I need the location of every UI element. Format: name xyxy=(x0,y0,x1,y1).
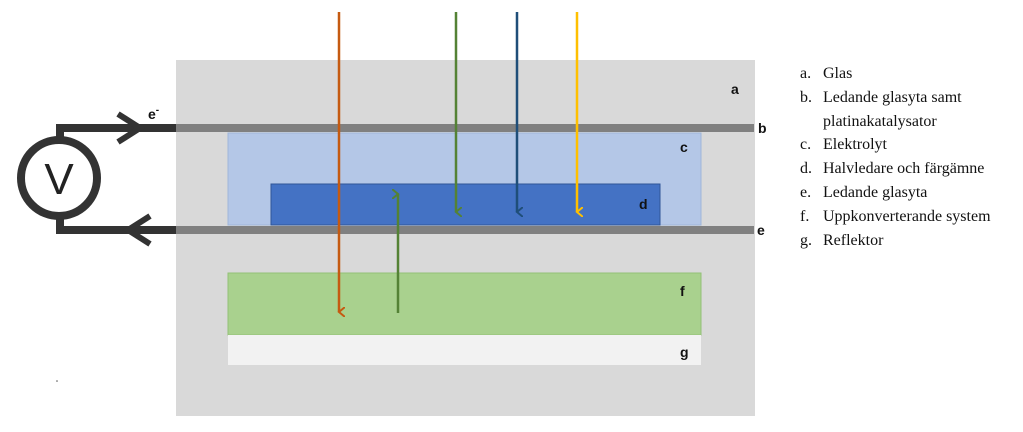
voltmeter-icon xyxy=(17,136,101,220)
conductive-layer-b xyxy=(176,124,754,132)
legend: a.Glas b.Ledande glasyta samt platinakat… xyxy=(800,62,1023,252)
legend-item-g: g.Reflektor xyxy=(800,231,884,249)
layer-label-b: b xyxy=(758,120,767,136)
legend-item-e: e.Ledande glasyta xyxy=(800,183,928,201)
layer-label-f: f xyxy=(680,283,685,299)
semiconductor-layer-d xyxy=(270,183,661,226)
layer-label-c: c xyxy=(680,139,688,155)
legend-item-d: d.Halvledare och färgämne xyxy=(800,160,985,178)
electron-arrow-right-icon xyxy=(116,111,146,145)
layer-label-d: d xyxy=(639,196,648,212)
legend-item-a: a.Glas xyxy=(800,65,853,82)
conductive-layer-e xyxy=(176,226,754,234)
layer-label-a: a xyxy=(731,81,739,97)
legend-item-b: b.Ledande glasyta samt platinakatalysato… xyxy=(800,88,962,130)
upconverter-layer-f xyxy=(227,272,702,336)
dot-mark xyxy=(56,380,58,382)
layer-label-g: g xyxy=(680,344,689,360)
electron-arrow-left-icon xyxy=(122,213,152,247)
voltmeter-label: V xyxy=(44,155,74,204)
legend-item-c: c.Elektrolyt xyxy=(800,136,887,154)
legend-item-f: f.Uppkonverterande system xyxy=(800,207,991,225)
reflector-layer-g xyxy=(228,335,701,365)
layer-label-e: e xyxy=(757,222,765,238)
electron-label: e- xyxy=(148,105,159,122)
